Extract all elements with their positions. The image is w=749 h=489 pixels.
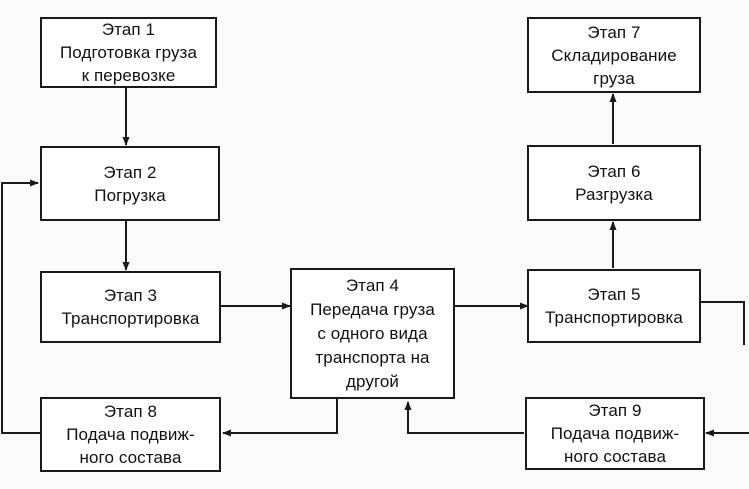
stage-7-box: Этап 7 Складирование груза: [527, 17, 701, 93]
stage-2-line-1: Погрузка: [94, 185, 166, 205]
stage-6-box: Этап 6 Разгрузка: [527, 145, 701, 221]
stage-3-line-1: Транспортировка: [61, 309, 200, 328]
stage-7-title: Этап 7: [587, 22, 641, 42]
stage-8-box: Этап 8 Подача подвиж- ного состава: [40, 397, 221, 472]
stage-1-title: Этап 1: [101, 20, 156, 39]
stage-3-title: Этап 3: [103, 286, 158, 305]
stage-6-line-1: Разгрузка: [575, 185, 653, 204]
stage-4-line-1: Передача груза: [310, 299, 435, 319]
stage-2-title: Этап 2: [103, 162, 157, 182]
stage-4-line-2: с одного вида: [317, 323, 428, 343]
stage-5-line-1: Транспортировка: [545, 308, 683, 327]
stage-9-box: Этап 9 Подача подвиж- ного состава: [525, 397, 705, 470]
arrow-s9-to-s4: [404, 401, 524, 434]
arrow-s8-to-s2: [1, 179, 40, 434]
stage-5-box: Этап 5 Транспортировка: [527, 269, 701, 343]
stage-5-title: Этап 5: [587, 285, 641, 304]
stage-9-title: Этап 9: [588, 401, 642, 420]
stage-4-line-3: транспорта на: [315, 347, 430, 367]
stage-6-title: Этап 6: [587, 162, 641, 181]
stage-4-box: Этап 4 Передача груза с одного вида тран…: [290, 268, 455, 399]
stage-1-box: Этап 1 Подготовка груза к перевозке: [40, 17, 217, 88]
stage-9-line-2: ного состава: [563, 447, 667, 466]
stage-9-line-1: Подача подвиж-: [550, 424, 680, 443]
stage-1-line-1: Подготовка груза: [59, 43, 197, 62]
stage-2-box: Этап 2 Погрузка: [40, 146, 220, 221]
stage-1-line-2: к перевозке: [81, 66, 176, 85]
stage-7-line-2: груза: [593, 68, 635, 88]
stage-4-title: Этап 4: [345, 275, 400, 295]
stage-8-line-2: ного состава: [79, 448, 182, 467]
line-s5-right: [700, 301, 745, 345]
stage-7-line-1: Складирование: [551, 45, 677, 65]
arrow-s4-to-s8: [222, 398, 338, 437]
stage-8-title: Этап 8: [103, 402, 158, 421]
stage-8-line-1: Подача подвиж-: [66, 425, 195, 444]
stage-3-box: Этап 3 Транспортировка: [40, 271, 221, 343]
stage-4-line-4: другой: [345, 371, 400, 391]
